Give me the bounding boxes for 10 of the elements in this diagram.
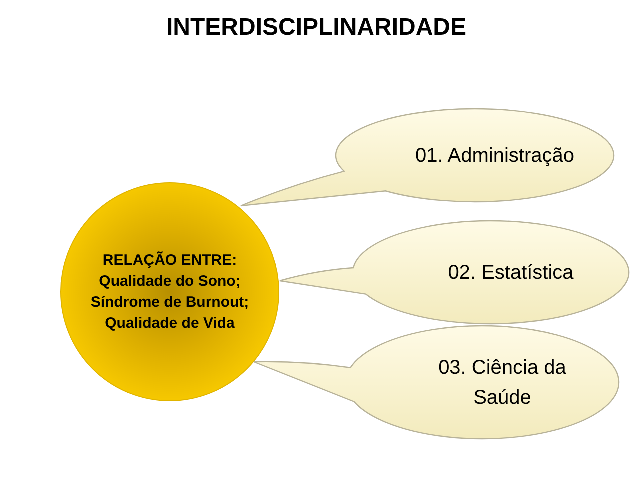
node-label: 02. Estatística [448,260,574,286]
speech-bubble [280,220,630,325]
speech-bubble [254,325,620,440]
node-heading: RELAÇÃO ENTRE: [102,250,238,271]
node-label: 03. Ciência da Saúde [438,356,568,410]
title: INTERDISCIPLINARIDADE [165,14,468,42]
node-text: Qualidade do Sono; Síndrome de Burnout; Qualidade de Vida [90,272,250,334]
speech-bubble [241,108,615,206]
node-label: 01. Administração [416,144,574,168]
circle-node [60,182,280,402]
